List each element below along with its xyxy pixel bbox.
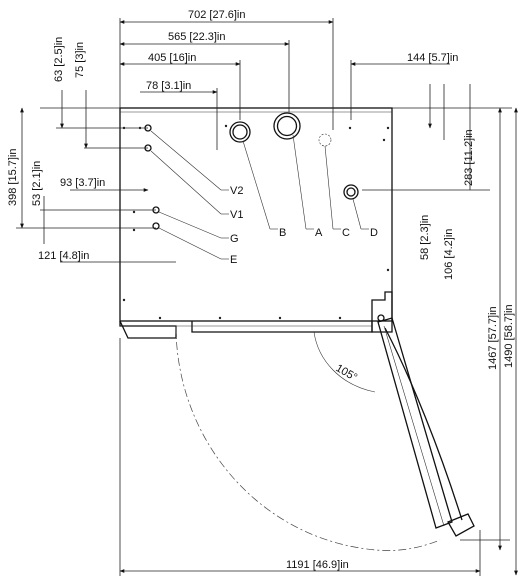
dim-565: 565 [22.3]in <box>168 31 226 43</box>
dim-405: 405 [16]in <box>148 52 196 64</box>
dim-144: 144 [5.7]in <box>407 52 458 64</box>
dim-106: 106 [4.2]in <box>443 229 455 280</box>
dim-1191: 1191 [46.9]in <box>286 559 349 571</box>
connection-b <box>229 121 278 230</box>
dim-53: 53 [2.1]in <box>31 161 43 206</box>
connection-a <box>273 112 314 230</box>
door-swing-arc <box>175 325 441 551</box>
connection-g <box>152 206 229 239</box>
dim-78: 78 [3.1]in <box>146 80 191 92</box>
top-dimensions <box>119 18 450 150</box>
label-d: D <box>370 227 378 239</box>
label-a: A <box>315 227 323 239</box>
dim-75: 75 [3]in <box>74 42 86 78</box>
connection-v2 <box>144 124 229 191</box>
dim-1490: 1490 [58.7]in <box>503 304 515 368</box>
dim-1467: 1467 [57.7]in <box>487 306 499 370</box>
label-v2: V2 <box>230 185 243 197</box>
machine-body <box>119 107 393 339</box>
dim-93: 93 [3.7]in <box>60 177 105 189</box>
connection-d <box>343 184 369 230</box>
dim-121: 121 [4.8]in <box>38 250 89 262</box>
connection-c <box>318 133 341 230</box>
dim-283: 283 [11.2]in <box>463 129 475 186</box>
label-g: G <box>230 233 239 245</box>
connection-v1 <box>144 144 229 215</box>
dim-702: 702 [27.6]in <box>188 9 246 21</box>
dim-398: 398 [15.7]in <box>7 149 19 207</box>
label-v1: V1 <box>230 209 243 221</box>
angle-arc <box>313 331 376 393</box>
left-dimensions <box>16 90 176 263</box>
dim-63: 63 [2.5]in <box>53 37 65 82</box>
label-e: E <box>230 254 237 266</box>
right-dimensions <box>362 84 518 576</box>
dim-58: 58 [2.3]in <box>419 215 431 260</box>
bottom-dimension <box>119 338 481 576</box>
connection-e <box>152 222 229 260</box>
label-c: C <box>342 227 350 239</box>
label-b: B <box>279 227 286 239</box>
door <box>377 317 475 537</box>
